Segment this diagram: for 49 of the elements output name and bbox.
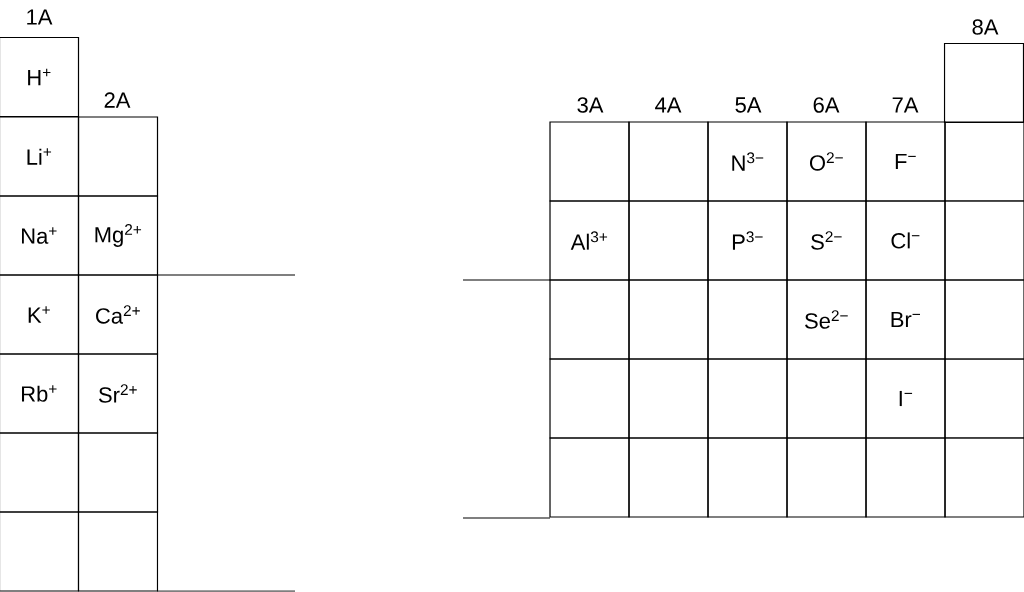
empty-cell [77,511,159,592]
empty-cell [786,358,867,439]
empty-cell [944,358,1024,439]
empty-cell [628,279,709,360]
element-cell: Cl$^{−}$ [865,200,946,281]
group-label: 6A [813,97,840,113]
element-cell: Li$^{+}$ [0,116,80,197]
empty-cell [865,437,946,518]
group-label: 2A [104,92,131,108]
empty-cell [549,358,630,439]
empty-cell [0,511,80,592]
empty-cell [707,437,788,518]
element-cell: Ca$^{2+}$ [77,274,159,355]
element-cell: Se$^{2−}$ [786,279,867,360]
empty-cell [628,200,709,281]
element-cell: P$^{3−}$ [707,200,788,281]
empty-cell [77,432,159,513]
element-cell: Sr$^{2+}$ [77,353,159,434]
element-cell: Br$^{−}$ [865,279,946,360]
empty-cell [628,358,709,439]
element-cell: S$^{2−}$ [786,200,867,281]
empty-cell [786,437,867,518]
empty-cell [944,200,1024,281]
element-cell: F$^{−}$ [865,121,946,202]
element-cell: K$^{+}$ [0,274,80,355]
element-cell: Al$^{3+}$ [549,200,630,281]
group-label: 7A [892,97,919,113]
empty-cell [628,121,709,202]
element-cell: Na$^{+}$ [0,195,80,276]
element-cell: N$^{3−}$ [707,121,788,202]
empty-cell [549,437,630,518]
element-cell: Mg$^{2+}$ [77,195,159,276]
group-label: 4A [655,97,682,113]
empty-cell [549,279,630,360]
element-cell: Rb$^{+}$ [0,353,80,434]
empty-cell [943,42,1024,124]
empty-cell [944,279,1024,360]
empty-cell [77,116,159,197]
empty-cell [707,279,788,360]
group-label: 5A [735,97,762,113]
group-label: 3A [577,97,604,113]
empty-cell [549,121,630,202]
empty-cell [628,437,709,518]
element-cell: H$^{+}$ [0,36,80,118]
empty-cell [944,121,1024,202]
element-cell: O$^{2−}$ [786,121,867,202]
empty-cell [707,358,788,439]
element-cell: I$^{−}$ [865,358,946,439]
empty-cell [944,437,1024,518]
